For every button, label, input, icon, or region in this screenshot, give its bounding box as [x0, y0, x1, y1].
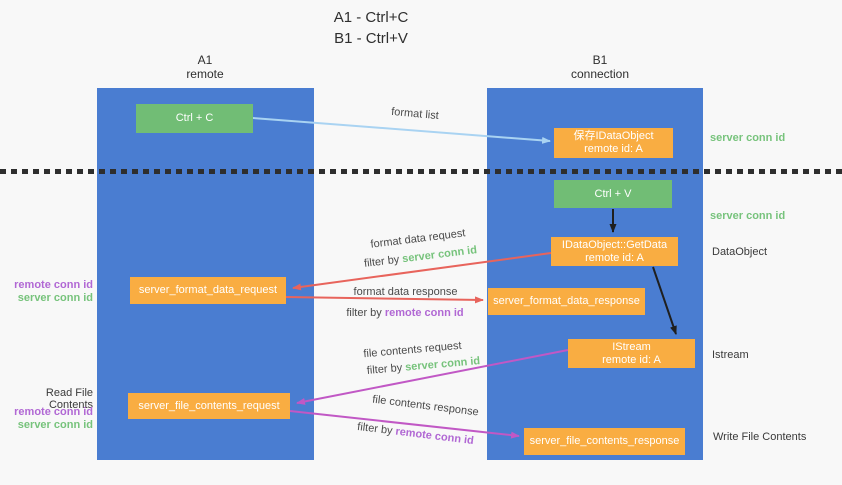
server-format-data-response-label: server_format_data_response	[493, 295, 640, 307]
idataobject-getdata-box: IDataObject::GetData remote id: A	[551, 237, 678, 266]
left-remote-conn-id-bottom: remote conn id	[14, 406, 93, 418]
getdata-line1: IDataObject::GetData	[561, 238, 668, 251]
filter-key-remote-conn-2: remote conn id	[394, 425, 475, 448]
phase-separator-dotted-line	[0, 169, 842, 174]
ctrl-v-label: Ctrl + V	[594, 187, 632, 200]
lane-b1-role: connection	[570, 67, 630, 81]
save-idataobject-line2: remote id: A	[584, 143, 643, 155]
left-server-conn-id-top: server conn id	[17, 292, 93, 304]
right-server-conn-id-mid: server conn id	[710, 210, 786, 222]
flow-label-file-contents-response: file contents response	[371, 393, 480, 419]
filter-key-server-conn-1: server conn id	[401, 244, 478, 266]
filter-by-text-1: filter by	[363, 253, 401, 270]
istream-line1: IStream	[612, 340, 651, 353]
save-idataobject-box: 保存IDataObject remote id: A	[554, 128, 673, 158]
lane-header-a1: A1 remote	[150, 53, 260, 81]
server-format-data-request-box: server_format_data_request	[130, 277, 286, 304]
lane-a1-role: remote	[186, 67, 224, 81]
ctrl-v-box: Ctrl + V	[554, 180, 672, 208]
left-remote-conn-id-top: remote conn id	[14, 279, 93, 291]
filter-by-text-3: filter by	[366, 361, 403, 377]
server-format-data-request-label: server_format_data_request	[138, 284, 278, 296]
title-line-1: A1 - Ctrl+C	[333, 9, 409, 26]
lane-a1-name: A1	[197, 53, 213, 67]
filter-by-text-4: filter by	[356, 420, 394, 438]
left-conn-id-pair-bottom: remote conn id server conn id	[0, 406, 93, 432]
lane-header-b1: B1 connection	[545, 53, 655, 81]
left-conn-id-pair-top: remote conn id server conn id	[0, 279, 93, 305]
server-file-contents-request-box: server_file_contents_request	[128, 393, 290, 419]
flow-label-format-list: format list	[390, 105, 440, 123]
server-file-contents-request-label: server_file_contents_request	[138, 399, 280, 412]
title-line-2: B1 - Ctrl+V	[334, 30, 408, 47]
diagram-title: A1 - Ctrl+C B1 - Ctrl+V	[281, 7, 461, 49]
lane-b1-name: B1	[592, 53, 608, 67]
ctrl-c-label: Ctrl + C	[175, 112, 214, 124]
getdata-line2: remote id: A	[585, 251, 644, 264]
server-format-data-response-box: server_format_data_response	[488, 288, 645, 315]
filter-key-server-conn-2: server conn id	[404, 355, 481, 374]
left-read-file-contents-label: Read File Contents	[45, 387, 93, 411]
filter-key-remote-conn-1: remote conn id	[384, 307, 464, 319]
flow-label-format-data-response: format data response	[353, 286, 458, 298]
filter-by-text-2: filter by	[346, 307, 382, 319]
right-server-conn-id-top: server conn id	[710, 132, 786, 144]
right-write-file-contents-label: Write File Contents	[713, 431, 807, 443]
istream-line2: remote id: A	[602, 353, 661, 366]
ctrl-c-box: Ctrl + C	[136, 104, 253, 133]
save-idataobject-line1: 保存IDataObject	[573, 130, 654, 142]
left-server-conn-id-bottom: server conn id	[17, 419, 93, 431]
server-file-contents-response-box: server_file_contents_response	[524, 428, 685, 455]
right-dataobject-label: DataObject	[712, 246, 768, 258]
right-istream-label: Istream	[712, 349, 749, 361]
server-file-contents-response-label: server_file_contents_response	[529, 435, 680, 447]
istream-box: IStream remote id: A	[568, 339, 695, 368]
